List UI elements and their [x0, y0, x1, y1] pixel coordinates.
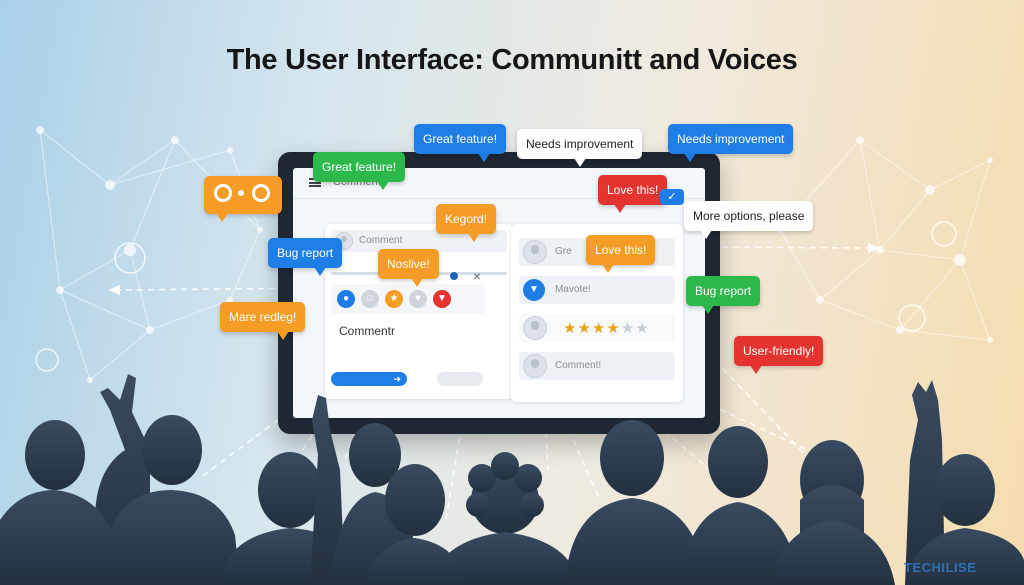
bubble-love-this-orange: Love this! [586, 235, 656, 273]
submit-button[interactable]: ➜ [331, 372, 407, 386]
user-icon[interactable]: ● [337, 290, 355, 308]
bubble-great-feature-blue: Great feature! [414, 124, 507, 162]
bubble-love-this-red: Love this! [598, 175, 668, 213]
toolbar-icons: ✕ [450, 272, 481, 283]
filter-icon[interactable]: ▼ [433, 290, 451, 308]
bubble-bug-report-blue: Bug report [268, 238, 343, 276]
star-rating[interactable]: ★★★★★★ [563, 319, 650, 337]
reaction-row: ● ☺ ★ ♥ ▼ [331, 284, 485, 314]
bubble-kegord: Kegord! [436, 204, 497, 242]
close-icon[interactable]: ✕ [472, 272, 482, 283]
user-icon [523, 354, 547, 378]
bubble-more-options: More options, please [684, 201, 814, 239]
row2-text: Mavote! [555, 284, 591, 295]
bubble-great-feature-green: Great feature! [313, 152, 406, 190]
row1-text: Gre [555, 246, 572, 257]
filter-icon: ▼ [523, 279, 545, 301]
info-icon[interactable] [450, 272, 458, 280]
logo: TECHILISE [904, 558, 1004, 579]
check-icon: ✓ [660, 189, 684, 205]
page-title: The User Interface: Communitt and Voices [226, 44, 798, 76]
smile-icon[interactable]: ☺ [361, 290, 379, 308]
heart-icon[interactable]: ♥ [409, 290, 427, 308]
star-icon[interactable]: ★ [577, 320, 592, 337]
comment-placeholder: Comment [359, 235, 403, 246]
row4-text: Comment! [555, 360, 602, 371]
bubble-needs-improvement-white: Needs improvement [517, 129, 643, 167]
bubble-bug-report-green: Bug report [686, 276, 761, 314]
logo-text: TECHILISE [904, 560, 976, 575]
user-icon [523, 316, 547, 340]
feedback-row-2[interactable]: ▼ Mavote! [519, 276, 675, 304]
secondary-button[interactable] [437, 372, 483, 386]
arrow-icon: ➜ [393, 374, 401, 384]
logo-wordmark: TECHILISE [904, 560, 976, 575]
star-icon[interactable]: ★ [563, 320, 578, 337]
bubble-user-friendly: User-friendly! [734, 336, 824, 374]
comment-label: Commentr [339, 324, 396, 338]
user-node-icon [114, 242, 146, 274]
star-icon[interactable]: ★ [620, 320, 636, 337]
star-icon[interactable]: ★ [606, 320, 621, 337]
chat-icon [204, 176, 282, 222]
bubble-noslive: Noslive! [378, 249, 439, 287]
star-icon[interactable]: ★ [635, 320, 650, 337]
bubble-needs-improvement-blue: Needs improvement [668, 124, 794, 162]
feedback-row-4[interactable]: Comment! [519, 352, 675, 380]
star-icon[interactable]: ★ [385, 290, 403, 308]
user-icon [523, 240, 547, 264]
star-icon[interactable]: ★ [591, 320, 607, 337]
rating-row[interactable]: ★★★★★★ [519, 314, 675, 342]
bubble-mare-redleg: Mare redleg! [220, 302, 306, 340]
